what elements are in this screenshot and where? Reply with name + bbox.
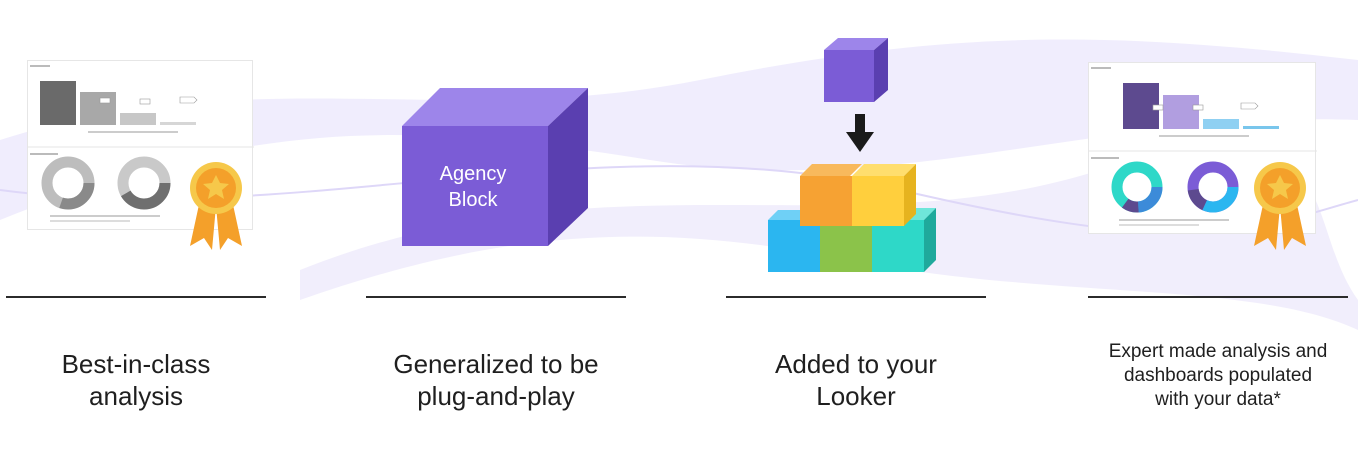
dashboard-thumbnail-color — [1088, 62, 1317, 234]
divider-line — [6, 296, 266, 298]
caption-best-in-class: Best-in-class analysis — [61, 349, 211, 411]
divider-line — [366, 296, 626, 298]
award-medal-icon — [1254, 162, 1306, 250]
caption-generalized: Generalized to be plug-and-play — [393, 349, 599, 411]
award-medal-icon — [190, 162, 242, 250]
dashboard-thumbnail-icon — [1089, 67, 1317, 226]
step-added-to-looker: Added to your Looker — [720, 0, 1020, 468]
down-arrow-icon — [846, 114, 874, 152]
caption-added-to-looker: Added to your Looker — [775, 349, 937, 411]
cube-label-line-1: Agency — [440, 163, 507, 185]
cube-label-line-2: Block — [449, 189, 499, 211]
divider-line — [1088, 296, 1348, 298]
cube-icon: Agency Block — [402, 88, 588, 246]
caption-expert-made: Expert made analysis and dashboards popu… — [1108, 341, 1328, 410]
step-generalized: Agency Block Generalized to be plug-and-… — [360, 0, 660, 468]
dashboard-thumbnail-icon — [28, 65, 254, 222]
step-expert-made: Expert made analysis and dashboards popu… — [1058, 0, 1358, 468]
stacked-blocks-icon — [768, 164, 936, 272]
divider-line — [726, 296, 986, 298]
step-best-in-class: Best-in-class analysis — [0, 0, 300, 468]
small-cube-icon — [824, 38, 888, 102]
